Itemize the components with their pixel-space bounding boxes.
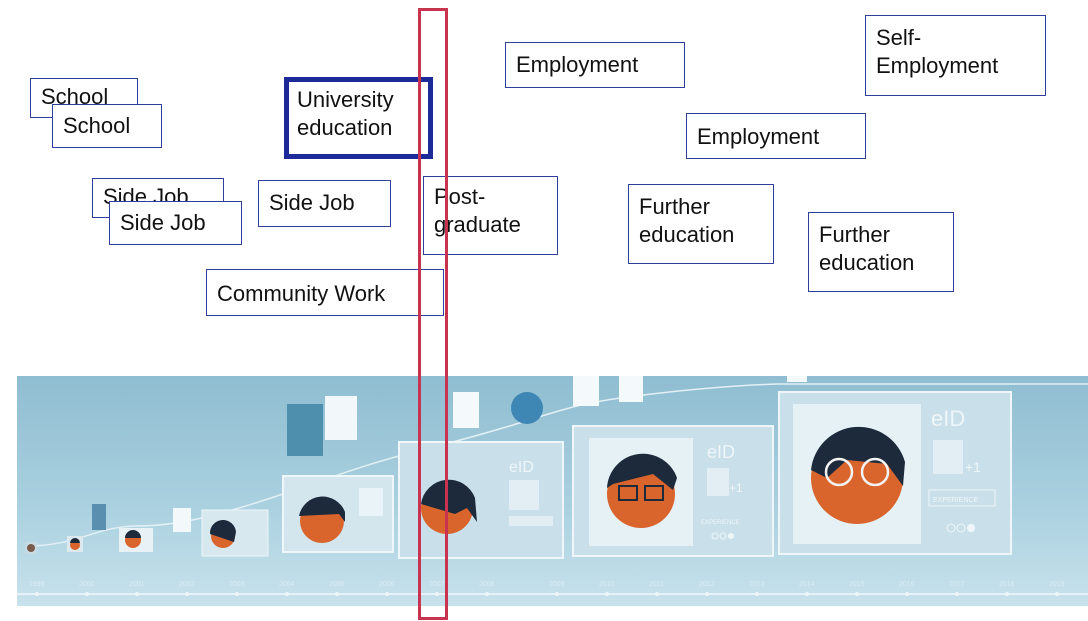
document-icon-2 bbox=[325, 396, 357, 440]
year-label: 1998 bbox=[29, 581, 45, 588]
avatar-baby bbox=[25, 542, 37, 554]
avatar-toddler bbox=[67, 536, 83, 552]
book-icon-2 bbox=[287, 404, 323, 456]
year-label: 2014 bbox=[799, 581, 815, 588]
svg-text:eID: eID bbox=[931, 406, 965, 431]
side-job-box-2: Side Job bbox=[258, 180, 391, 227]
year-label: 2001 bbox=[129, 581, 145, 588]
avatar-entrepreneur-card: eID +1 EXPERIENCE bbox=[778, 391, 1012, 555]
year-label: 2008 bbox=[479, 581, 495, 588]
avatar-teen bbox=[201, 509, 269, 557]
year-label: 2013 bbox=[749, 581, 765, 588]
year-label: 2016 bbox=[899, 581, 915, 588]
svg-text:eID: eID bbox=[707, 442, 735, 462]
self-employment-box: Self-Employment bbox=[865, 15, 1046, 96]
year-label: 2006 bbox=[379, 581, 395, 588]
university-education-box: University education bbox=[284, 77, 433, 159]
document-icon bbox=[173, 508, 191, 532]
year-label: 2003 bbox=[229, 581, 245, 588]
current-position-marker bbox=[418, 8, 448, 620]
avatar-child bbox=[119, 528, 153, 552]
svg-text:EXPERIENCE: EXPERIENCE bbox=[933, 497, 978, 504]
year-label: 2009 bbox=[549, 581, 565, 588]
document-icon-4 bbox=[573, 376, 599, 406]
year-label: 2018 bbox=[999, 581, 1015, 588]
svg-text:+1: +1 bbox=[729, 481, 743, 495]
svg-text:EXPERIENCE: EXPERIENCE bbox=[701, 520, 740, 526]
timeline-illustration: eID eID +1 EXPERIENCE bbox=[17, 376, 1088, 606]
avatar-graduate-card: eID bbox=[398, 441, 564, 559]
community-work-box: Community Work bbox=[206, 269, 444, 316]
year-label: 2005 bbox=[329, 581, 345, 588]
side-job-box: Side Job bbox=[109, 201, 242, 245]
year-label: 2017 bbox=[949, 581, 965, 588]
year-label: 2007 bbox=[429, 581, 445, 588]
year-label: 2011 bbox=[649, 581, 665, 588]
further-education-box-2: Further education bbox=[808, 212, 954, 292]
year-label: 2012 bbox=[699, 581, 715, 588]
book-icon bbox=[92, 504, 106, 530]
employment-box-2: Employment bbox=[686, 113, 866, 159]
document-icon-5 bbox=[619, 376, 643, 402]
year-label: 2015 bbox=[849, 581, 865, 588]
further-education-box-1: Further education bbox=[628, 184, 774, 264]
employment-box-1: Employment bbox=[505, 42, 685, 88]
avatar-student-card bbox=[282, 475, 394, 553]
svg-text:+1: +1 bbox=[965, 459, 981, 475]
year-label: 2002 bbox=[179, 581, 195, 588]
year-label: 2004 bbox=[279, 581, 295, 588]
document-icon-3 bbox=[453, 392, 479, 428]
svg-text:eID: eID bbox=[509, 459, 534, 476]
school-box: School bbox=[52, 104, 162, 148]
year-dots bbox=[35, 592, 1059, 596]
year-label: 2000 bbox=[79, 581, 95, 588]
year-label: 2019 bbox=[1049, 581, 1065, 588]
avatar-professional-card: eID +1 EXPERIENCE bbox=[572, 425, 774, 557]
globe-icon bbox=[511, 392, 543, 424]
year-label: 2010 bbox=[599, 581, 615, 588]
